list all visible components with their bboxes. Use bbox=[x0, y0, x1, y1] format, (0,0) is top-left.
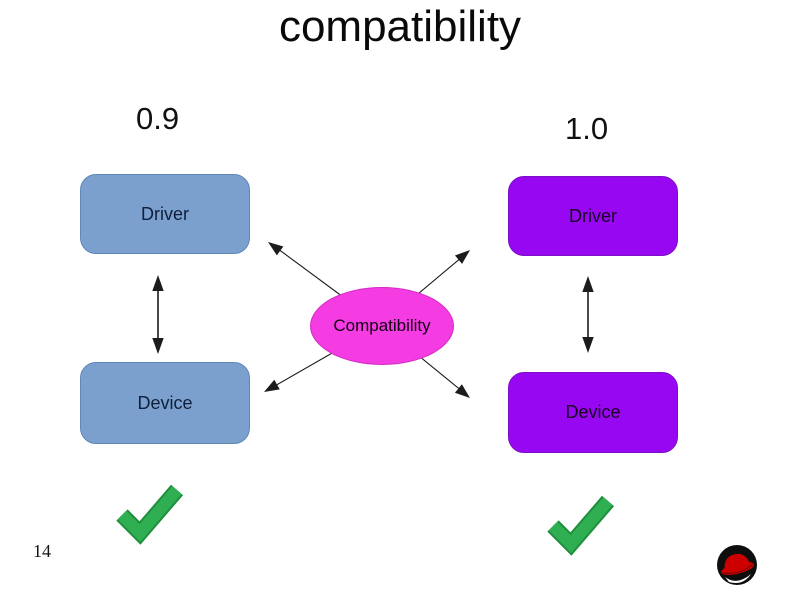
compatibility-ellipse-label: Compatibility bbox=[333, 316, 431, 335]
right-driver-device-arrow bbox=[582, 276, 594, 353]
check-icon bbox=[547, 495, 615, 556]
device-box-0-9-label: Device bbox=[137, 392, 193, 413]
check-icon bbox=[116, 484, 184, 545]
driver-box-0-9-label: Driver bbox=[141, 203, 189, 224]
slide-title: compatibility bbox=[278, 2, 522, 51]
driver-box-1-0: Driver bbox=[508, 176, 678, 256]
redhat-shadowman-logo bbox=[717, 545, 757, 585]
version-label-1-0: 1.0 bbox=[565, 111, 609, 146]
device-box-0-9: Device bbox=[80, 362, 250, 444]
driver-box-0-9: Driver bbox=[80, 174, 250, 254]
device-box-1-0-label: Device bbox=[565, 402, 621, 422]
device-box-1-0: Device bbox=[508, 372, 678, 453]
compatibility-ellipse: Compatibility bbox=[310, 287, 454, 365]
version-label-0-9: 0.9 bbox=[136, 101, 180, 136]
page-number: 14 bbox=[33, 541, 51, 561]
left-driver-device-arrow bbox=[152, 275, 164, 354]
driver-box-1-0-label: Driver bbox=[569, 205, 617, 226]
